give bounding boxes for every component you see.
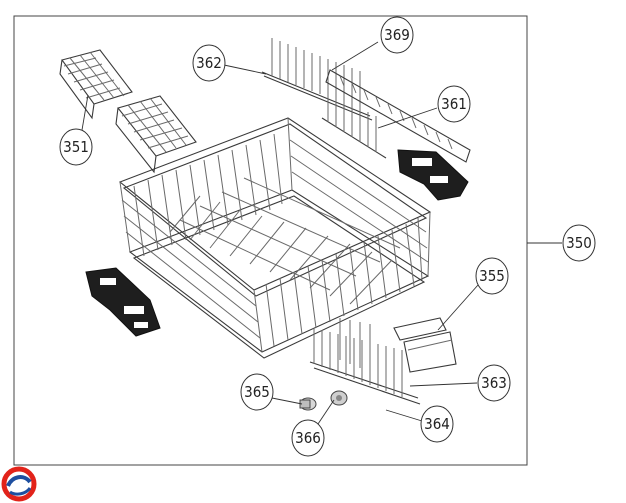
wheel-bracket-right-part: [397, 149, 469, 201]
callout-label: 350: [566, 234, 592, 252]
callout-label: 369: [384, 26, 410, 44]
callout-label: 363: [481, 374, 507, 392]
tine-row-right-part: [321, 92, 387, 159]
callout-label: 366: [295, 429, 321, 447]
callout-361: 361: [437, 85, 471, 123]
roller-part: [330, 390, 348, 406]
wheel-bracket-left-part: [85, 267, 161, 337]
clip-part: [299, 397, 317, 411]
callout-355: 355: [475, 257, 509, 295]
callout-369: 369: [380, 16, 414, 54]
handle-part: [393, 317, 457, 373]
brand-logo-icon: [1, 466, 37, 502]
callout-363: 363: [477, 364, 511, 402]
main-basket-part: [118, 117, 432, 359]
callout-label: 361: [441, 95, 467, 113]
callout-label: 351: [63, 138, 89, 156]
tine-rack-lower-part: [309, 318, 421, 405]
callout-366: 366: [291, 419, 325, 457]
callout-362: 362: [192, 44, 226, 82]
callout-label: 355: [479, 267, 505, 285]
callout-350: 350: [562, 224, 596, 262]
callout-351: 351: [59, 128, 93, 166]
rail-part: [325, 69, 471, 163]
callout-364: 364: [420, 405, 454, 443]
tine-row-upper-part: [261, 38, 373, 121]
callout-label: 362: [196, 54, 222, 72]
callout-label: 364: [424, 415, 450, 433]
diagram-frame: [13, 15, 528, 466]
cutlery-basket-part: [59, 49, 197, 174]
leader-lines: [81, 41, 562, 425]
callout-365: 365: [240, 373, 274, 411]
callout-label: 365: [244, 383, 270, 401]
